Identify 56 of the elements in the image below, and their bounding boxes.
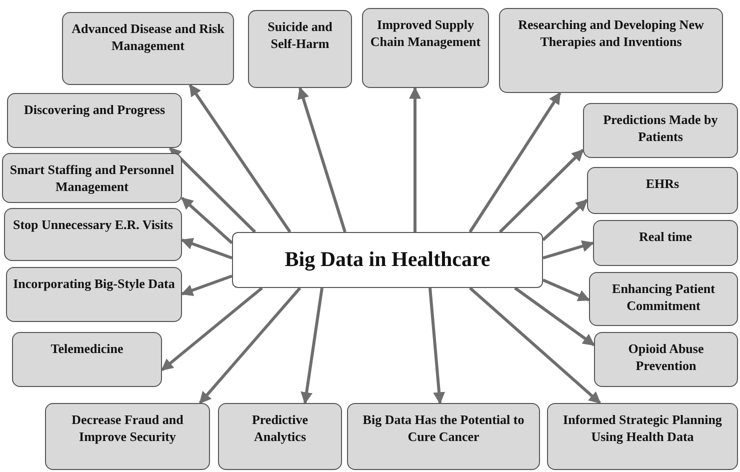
topic-label: Incorporating Big-Style Data <box>13 276 175 293</box>
topic-label: EHRs <box>646 176 680 193</box>
topic-label: Researching and Developing New Therapies and Inventions <box>517 17 705 51</box>
topic-box <box>7 93 182 148</box>
arrow <box>198 287 302 404</box>
arrow <box>468 92 562 233</box>
topic-box <box>589 272 738 326</box>
topic-box <box>583 103 738 158</box>
topic-label: Informed Strategic Planning Using Health Data <box>562 412 723 446</box>
topic-box <box>4 208 182 261</box>
topic-box <box>362 8 489 88</box>
topic-box <box>347 403 540 470</box>
arrow <box>542 198 588 242</box>
topic-box <box>62 12 234 85</box>
topic-label: Opioid Abuse Prevention <box>627 341 705 375</box>
topic-box <box>248 10 352 88</box>
arrow <box>161 286 263 372</box>
arrow <box>181 196 233 244</box>
topic-box <box>547 403 738 470</box>
topic-label: Big Data Has the Potential to Cure Cancer <box>362 412 526 446</box>
arrow <box>188 84 292 233</box>
topic-label: Smart Staffing and Personnel Management <box>9 162 175 196</box>
topic-box <box>218 403 342 470</box>
arrow <box>469 286 601 404</box>
central-topic-box <box>232 232 543 288</box>
arrow <box>542 278 590 302</box>
topic-label: Improved Supply Chain Management <box>369 17 482 51</box>
central-topic: Big Data in Healthcare <box>284 246 490 274</box>
topic-box <box>594 332 738 387</box>
topic-label: Stop Unnecessary E.R. Visits <box>13 217 173 234</box>
topic-box <box>587 167 738 214</box>
topic-label: Decrease Fraud and Improve Security <box>70 412 184 446</box>
topic-label: Predictions Made by Patients <box>602 112 719 146</box>
arrow <box>180 238 232 260</box>
arrow <box>168 146 256 234</box>
arrow <box>180 274 232 296</box>
arrow <box>409 86 421 232</box>
topic-box <box>593 220 738 266</box>
arrow <box>542 240 594 260</box>
topic-box <box>12 332 162 387</box>
topic-box <box>45 403 210 470</box>
topic-label: Telemedicine <box>50 341 124 358</box>
topic-label: Advanced Disease and Risk Management <box>70 21 226 55</box>
topic-label: Discovering and Progress <box>24 102 166 119</box>
arrow <box>498 148 584 234</box>
arrow <box>514 286 595 346</box>
topic-box <box>2 153 182 203</box>
arrow <box>300 288 324 404</box>
topic-box <box>6 267 182 322</box>
topic-box <box>499 8 723 93</box>
arrow <box>298 86 346 232</box>
topic-label: Enhancing Patient Commitment <box>611 281 716 315</box>
topic-label: Suicide and Self-Harm <box>266 19 334 53</box>
arrow <box>428 288 446 404</box>
topic-label: Real time <box>638 229 692 246</box>
topic-label: Predictive Analytics <box>250 412 310 446</box>
